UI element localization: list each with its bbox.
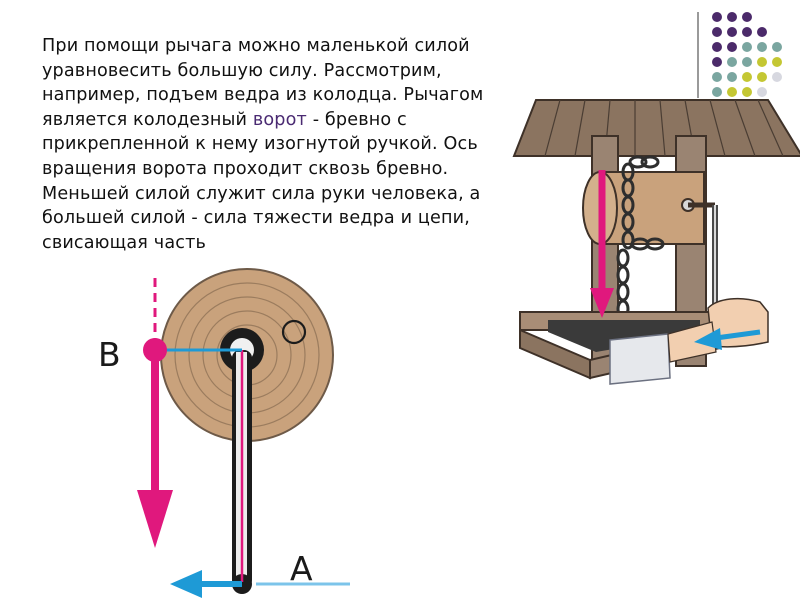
paragraph-hidden-middle: тяжести ведра и цепи, (253, 208, 471, 229)
roof-planks (544, 99, 784, 157)
label-b: B (98, 335, 121, 374)
keyword-vorot: ворот (252, 109, 307, 130)
paragraph-part-3: свисающая часть (42, 232, 206, 253)
paragraph-part-2: - бревно с прикрепленной к нему изогнуто… (42, 109, 481, 229)
decorative-dot-grid (712, 12, 782, 97)
sleeve (609, 333, 671, 385)
well-opening (548, 320, 700, 352)
well-force-arrowhead-blue (694, 328, 722, 350)
well-force-arrow-blue (715, 329, 761, 341)
paragraph-part-1: При помощи рычага можно маленькой силой … (42, 36, 484, 130)
decorative-vertical-line (697, 12, 699, 98)
well-roof (512, 99, 800, 157)
label-a: A (290, 549, 313, 588)
force-arrowhead-b (137, 490, 173, 548)
well-force-arrowhead-down (590, 288, 614, 318)
axis-mark-circle (281, 319, 307, 345)
body-paragraph: При помощи рычага можно маленькой силой … (42, 34, 492, 255)
force-arrowhead-a (170, 570, 202, 598)
